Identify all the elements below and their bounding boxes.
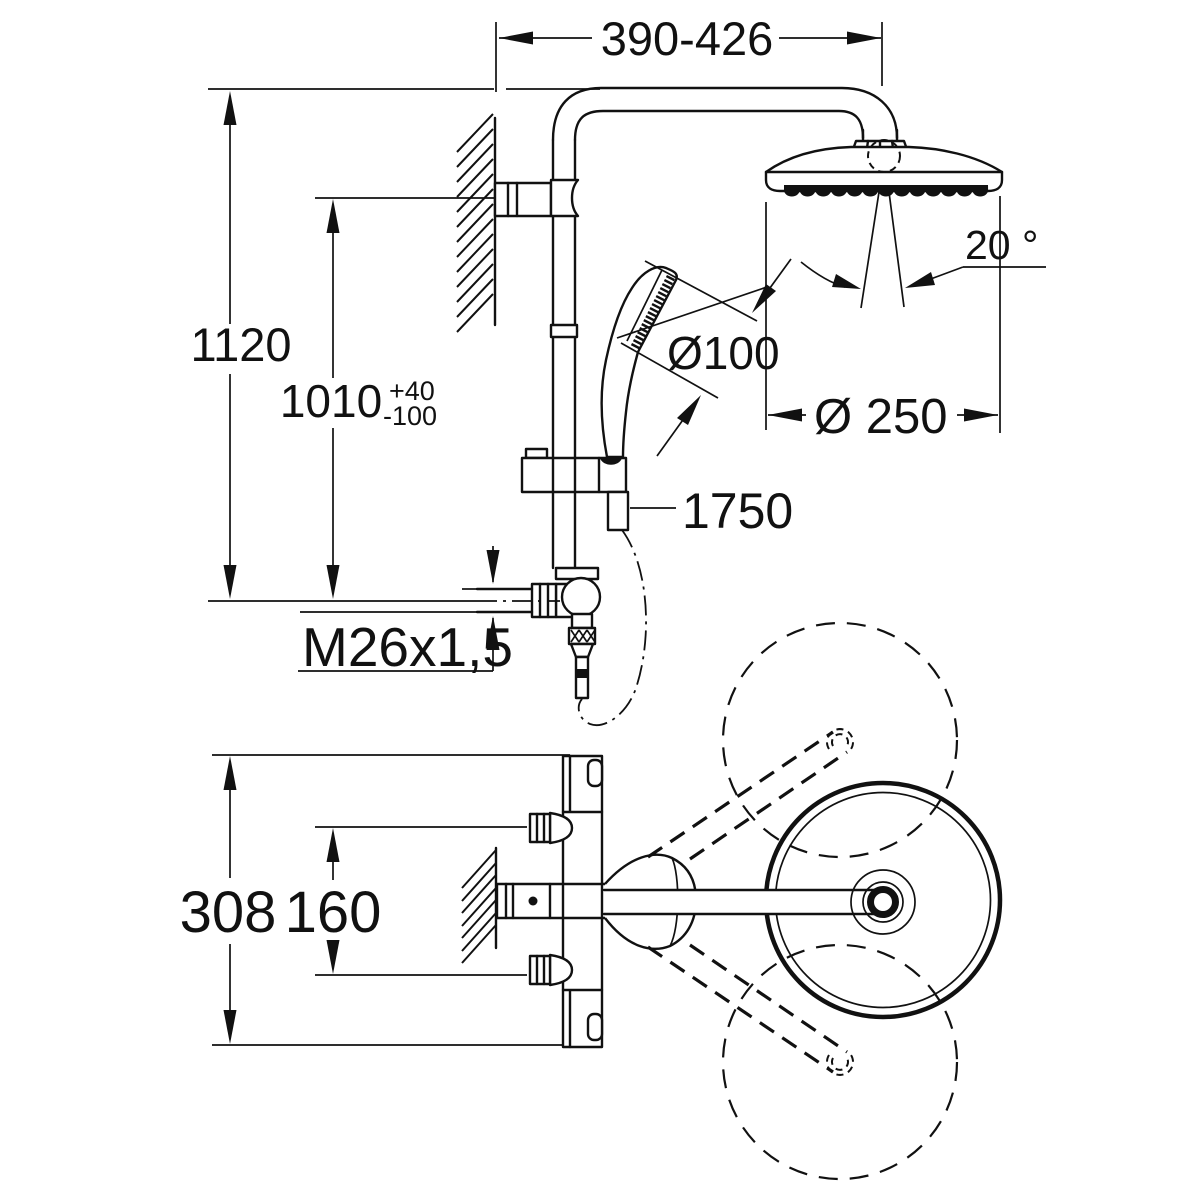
hose-connector: [606, 490, 630, 532]
dim-width-range: 390-426: [495, 12, 883, 92]
holder-lever: [524, 447, 549, 460]
dim-width-range-label: 390-426: [601, 12, 774, 65]
lower-supply-union: [528, 953, 574, 987]
wall-mount: [495, 882, 610, 920]
upper-supply-union: [528, 811, 574, 845]
volume-handle: [586, 1012, 604, 1042]
top-view: 308 160: [180, 621, 1003, 1181]
dim-total-height-label: 1120: [190, 318, 291, 371]
dim-bracket-height-label: 1010: [280, 375, 382, 427]
temperature-handle: [586, 758, 604, 788]
dim-hand-shower-dia-label: Ø100: [667, 327, 780, 379]
dim-head-angle: 20 °: [800, 222, 1046, 289]
side-elevation: [456, 86, 1004, 727]
dim-valve-centers-label: 160: [285, 880, 382, 945]
wall-section-top: [456, 113, 497, 333]
rail-joint: [549, 323, 579, 339]
dimension-annotations: 390-426 1120 1010 +40 -100: [190, 12, 1046, 678]
head-shower-body: [764, 145, 1004, 193]
slider-holder: [520, 447, 630, 532]
dim-total-height: 1120: [190, 88, 600, 602]
hand-shower: [600, 265, 678, 459]
dim-hand-shower-dia: Ø100: [616, 258, 792, 457]
dim-hose-length: 1750: [630, 483, 793, 539]
shower-rail-and-arm: [549, 86, 899, 570]
dim-head-angle-label: 20 °: [965, 222, 1038, 268]
dim-valve-total-label: 308: [180, 880, 277, 945]
wall-bracket: [493, 178, 580, 218]
dim-hose-length-label: 1750: [682, 483, 793, 539]
spray-nozzles: [784, 185, 989, 197]
dim-bracket-tol-plus: +40: [389, 376, 435, 406]
bottom-elbow: [475, 566, 602, 700]
dim-valve-centers: 160: [285, 826, 527, 976]
dim-thread: M26x1,5: [298, 546, 513, 678]
dim-head-shower-dia: Ø 250: [765, 196, 1001, 444]
ball-joint: [560, 576, 602, 618]
dim-bracket-height: 1010 +40 -100: [280, 197, 494, 599]
swivel-range-dashed: [647, 621, 959, 1181]
dim-valve-total: 308: [180, 754, 570, 1046]
thermostat-valve: [495, 754, 610, 1049]
dim-head-shower-dia-label: Ø 250: [814, 390, 947, 444]
shower-arm-top-view: [602, 869, 916, 935]
dim-bracket-tol-minus: -100: [383, 401, 437, 431]
shower-hose: [577, 529, 647, 727]
ball-joint-dashed: [867, 139, 901, 173]
wall-section-bottom: [461, 846, 498, 964]
dim-thread-label: M26x1,5: [302, 616, 513, 678]
head-shower: [764, 128, 1004, 309]
